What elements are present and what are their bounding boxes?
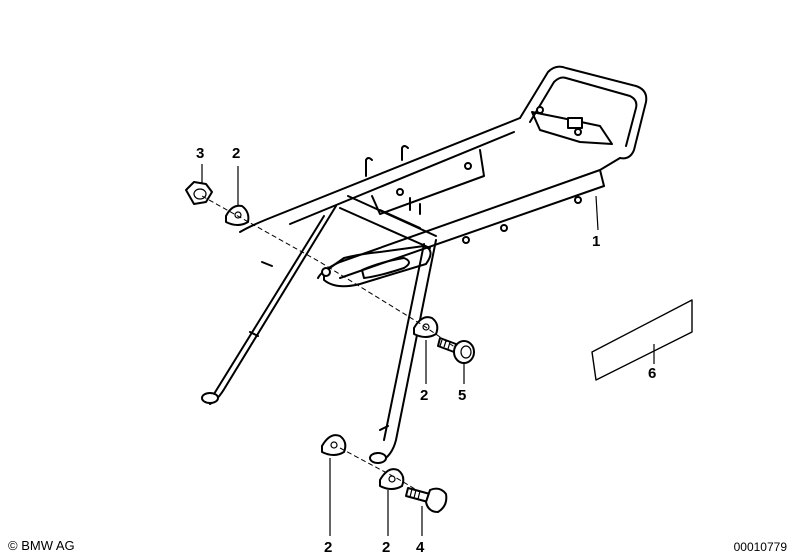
washer-lower-left[interactable] bbox=[321, 434, 347, 456]
copyright-text: © BMW AG bbox=[8, 538, 75, 553]
callout-1: 1 bbox=[592, 233, 600, 250]
callout-6: 6 bbox=[648, 365, 656, 382]
assembly-line-lower bbox=[339, 447, 421, 493]
mount-hole bbox=[574, 196, 582, 204]
callout-2-lower-right: 2 bbox=[382, 539, 390, 556]
mount-hole bbox=[321, 267, 331, 277]
callout-2-middle: 2 bbox=[420, 387, 428, 404]
luggage-rack-frame[interactable] bbox=[201, 65, 648, 464]
strut-mount-eye bbox=[201, 392, 219, 404]
callout-2-lower-left: 2 bbox=[324, 539, 332, 556]
mount-hole bbox=[464, 162, 472, 170]
diagram-id: 00010779 bbox=[733, 540, 787, 554]
callout-3: 3 bbox=[196, 145, 204, 162]
bolt-upper[interactable] bbox=[437, 337, 475, 364]
mount-hole bbox=[462, 236, 470, 244]
washer-lower-right[interactable] bbox=[379, 468, 405, 490]
mount-hole bbox=[500, 224, 508, 232]
callout-5: 5 bbox=[458, 387, 466, 404]
callout-4: 4 bbox=[416, 539, 425, 556]
callout-2-upper: 2 bbox=[232, 145, 240, 162]
strut-mount-eye bbox=[369, 452, 387, 464]
label-sticker[interactable] bbox=[591, 299, 693, 381]
hex-nut[interactable] bbox=[185, 181, 213, 205]
bolt-lower[interactable] bbox=[405, 487, 448, 513]
assembly-line-upper bbox=[201, 195, 457, 349]
mount-hole bbox=[396, 188, 404, 196]
bracket-slot bbox=[567, 117, 583, 129]
mount-hole bbox=[536, 106, 544, 114]
leader-1 bbox=[595, 195, 599, 231]
mount-hole bbox=[574, 128, 582, 136]
